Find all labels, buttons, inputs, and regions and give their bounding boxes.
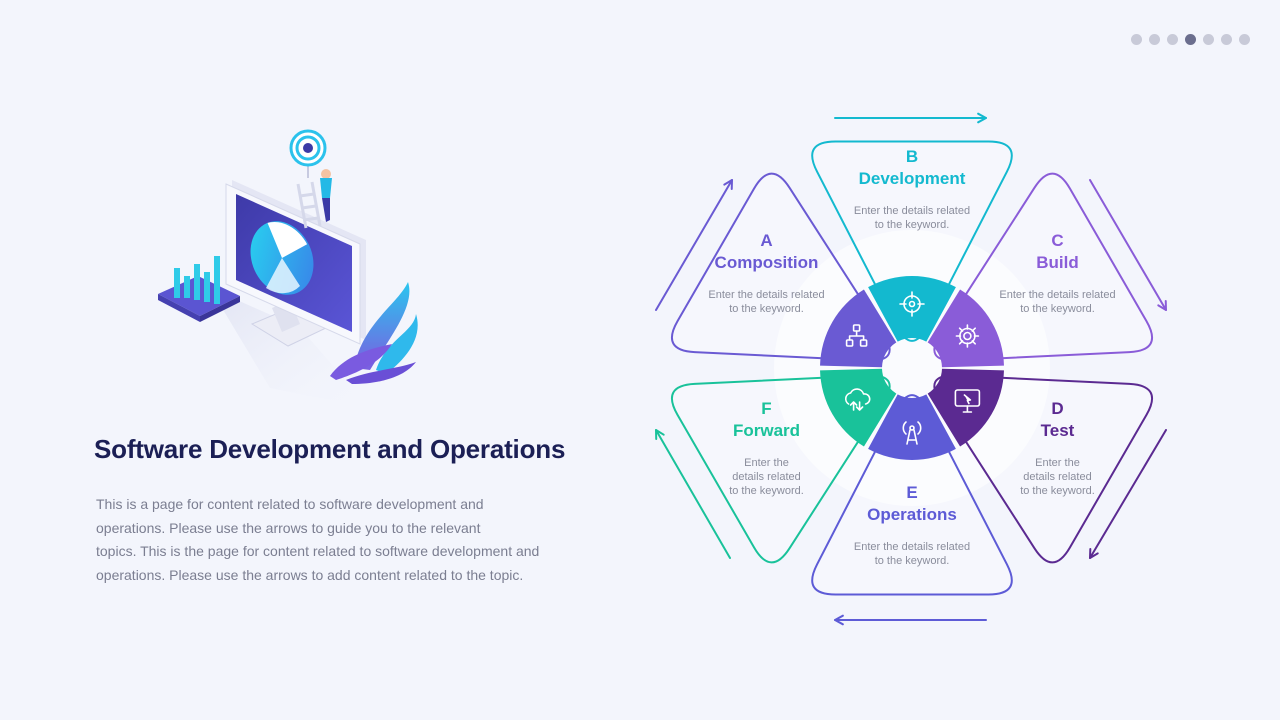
segment-description: to the keyword. — [729, 303, 804, 315]
cycle-arrow — [655, 429, 731, 559]
segment-sector — [868, 394, 956, 460]
segment-name: Operations — [867, 505, 957, 524]
cycle-arrow — [834, 614, 987, 626]
segment-description: to the keyword. — [1020, 303, 1095, 315]
segment-letter: E — [906, 483, 917, 502]
monitor-cursor-icon — [954, 389, 981, 413]
cycle-arrow — [1089, 429, 1167, 559]
segment-letter: C — [1051, 231, 1063, 250]
cycle-arrow — [834, 112, 987, 124]
antenna-icon — [902, 421, 922, 445]
body-line: topics. This is the page for content rel… — [96, 543, 540, 559]
segment-letter: F — [761, 399, 771, 418]
page-dot[interactable] — [1185, 34, 1196, 45]
body-line: operations. Please use the arrows to gui… — [96, 519, 481, 536]
page-dot[interactable] — [1239, 34, 1250, 45]
segment-description: Enter the details related — [708, 289, 824, 301]
segment-description: to the keyword. — [729, 485, 804, 497]
segment-name: Build — [1036, 253, 1079, 272]
flowchart-icon — [845, 324, 868, 347]
segment-letter: A — [760, 231, 772, 250]
segment-letter: B — [906, 147, 918, 166]
page-dot[interactable] — [1149, 34, 1160, 45]
page-dot[interactable] — [1221, 34, 1232, 45]
segment-name: Forward — [733, 421, 800, 440]
segment-name: Composition — [715, 253, 819, 272]
gear-icon — [955, 324, 980, 348]
segment-description: Enter the — [1035, 457, 1080, 469]
page-dots[interactable] — [1131, 34, 1250, 45]
center-glow — [774, 230, 1050, 506]
segment-outline — [811, 140, 1013, 342]
segment-letter: D — [1051, 399, 1063, 418]
page-dot[interactable] — [1167, 34, 1178, 45]
body-line: operations. Please use the arrows to add… — [96, 566, 524, 583]
segment-description: to the keyword. — [875, 219, 950, 231]
segment-outline — [671, 172, 891, 362]
segment-sector — [927, 368, 1004, 447]
body-text: This is a page for content related to so… — [96, 493, 586, 587]
cycle-arrow — [1089, 179, 1167, 311]
segment-outline — [811, 394, 1013, 596]
segment-description: to the keyword. — [1020, 485, 1095, 497]
page-dot[interactable] — [1131, 34, 1142, 45]
target-icon — [899, 291, 925, 317]
segment-description: details related — [732, 471, 801, 483]
computer-illustration — [158, 129, 418, 408]
cycle-arrow — [655, 179, 733, 311]
page-title: Software Development and Operations — [94, 434, 566, 464]
cloud-transfer-icon — [844, 388, 871, 411]
segment-outline — [933, 374, 1153, 564]
segment-description: Enter the details related — [854, 205, 970, 217]
segment-name: Test — [1041, 421, 1075, 440]
segment-outline — [671, 374, 891, 564]
segment-sector — [868, 276, 956, 342]
segment-description: Enter the details related — [854, 541, 970, 553]
segment-description: to the keyword. — [875, 555, 950, 567]
segment-description: Enter the details related — [999, 289, 1115, 301]
segment-description: Enter the — [744, 457, 789, 469]
segment-description: details related — [1023, 471, 1092, 483]
segment-outline — [933, 172, 1153, 362]
segment-sector — [820, 289, 897, 368]
segment-name: Development — [859, 169, 966, 188]
page-dot[interactable] — [1203, 34, 1214, 45]
body-line: This is a page for content related to so… — [96, 496, 484, 512]
